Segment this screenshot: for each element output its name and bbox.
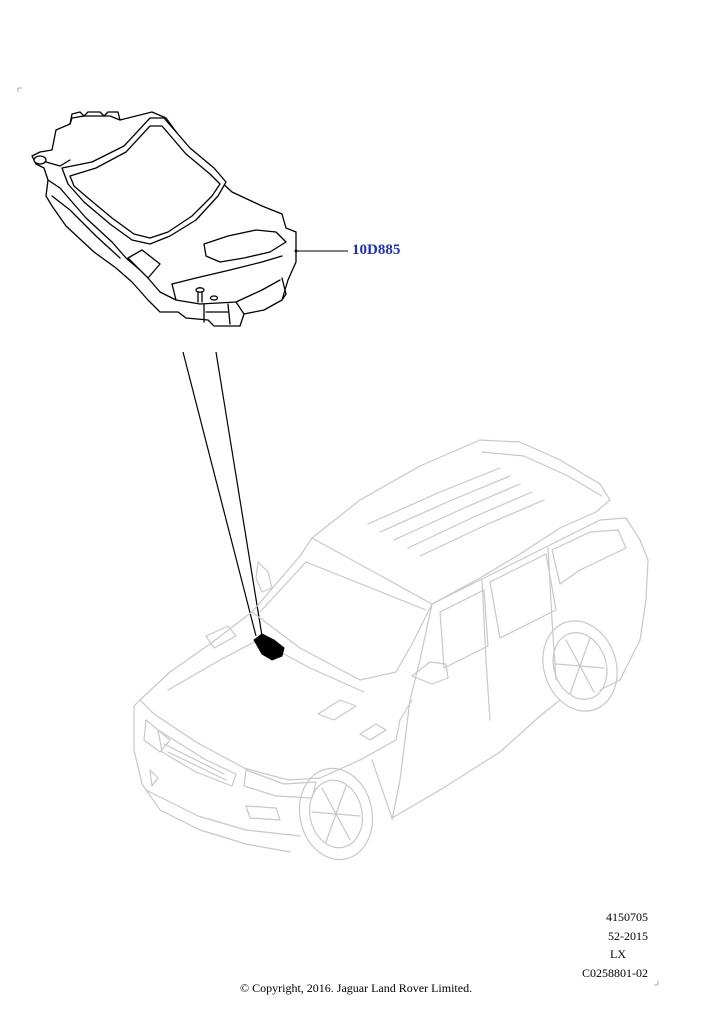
reference-code: 4150705 bbox=[606, 910, 648, 924]
vehicle-illustration bbox=[133, 439, 649, 861]
reference-block: 4150705 52-2015 LX C0258801-02 bbox=[528, 908, 648, 982]
location-line-right bbox=[215, 351, 263, 637]
reference-date: 52-2015 bbox=[608, 928, 648, 943]
reference-illustration-id: C0258801-02 bbox=[582, 965, 648, 980]
callout-leader-dot bbox=[294, 249, 298, 253]
callout-part-number-link[interactable]: 10D885 bbox=[352, 242, 401, 258]
reference-model: LX bbox=[610, 947, 626, 961]
part-location-highlight bbox=[253, 633, 285, 661]
location-line-left bbox=[182, 351, 257, 637]
copyright-notice: © Copyright, 2016. Jaguar Land Rover Lim… bbox=[240, 981, 473, 995]
corner-tick-top-left bbox=[17, 87, 22, 92]
control-module-illustration bbox=[31, 111, 297, 327]
corner-tick-bottom-right bbox=[654, 981, 659, 986]
